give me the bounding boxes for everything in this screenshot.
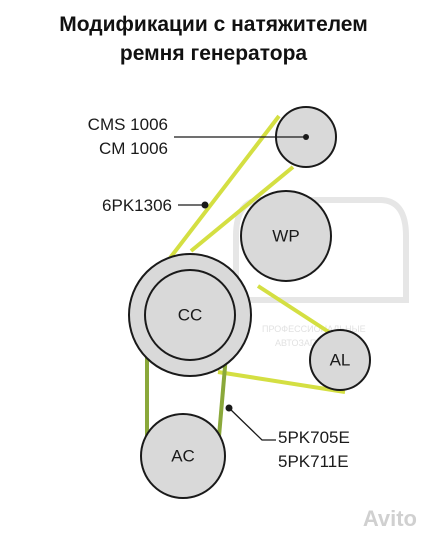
cc-label: CC [178,306,203,325]
belt-upper-label: 6PK1306 [102,196,172,215]
belt-upper-callout-dot [201,201,209,209]
pulley-wp: WP [240,190,332,282]
al-circle [309,329,371,391]
title-line-1: Модификации с натяжителем [59,13,368,36]
upper-belt-inner-run [189,165,295,253]
upper-belt [168,114,346,394]
callout-lines [174,136,306,441]
belt-lower-label-2: 5PK711E [278,452,349,471]
belt-lower-label-1: 5PK705E [278,428,350,447]
pulley-ac: AC [140,413,226,499]
upper-belt-left-run [168,114,281,260]
wp-label: WP [272,227,299,246]
ac-circle [140,413,226,499]
diagram-title: Модификации с натяжителем ремня генерато… [0,10,427,68]
belt-lower-callout-dot [225,404,233,412]
watermark-text-2: АВТОЗАПЧАСТИ [275,338,346,348]
tensioner-model-2: CM 1006 [99,139,168,158]
avito-watermark: Avito [362,506,417,531]
tensioner-model-1: CMS 1006 [88,115,168,134]
upper-belt-wp-al-run [256,284,340,340]
al-label: AL [330,351,351,370]
watermark-shape [233,197,409,303]
pulley-al: AL [309,329,371,391]
wp-circle [240,190,332,282]
pulley-cc: CC [128,253,252,377]
watermark-text-1: ПРОФЕССИОНАЛЬНЫЕ [262,324,366,334]
ac-label: AC [171,447,195,466]
upper-belt-cc-al-run [217,370,346,394]
belt-lower-callout-line [228,407,276,441]
title-line-2: ремня генератора [119,42,308,65]
watermark-logo: ПРОФЕССИОНАЛЬНЫЕ АВТОЗАПЧАСТИ [233,197,409,348]
cc-inner-circle [144,269,236,361]
